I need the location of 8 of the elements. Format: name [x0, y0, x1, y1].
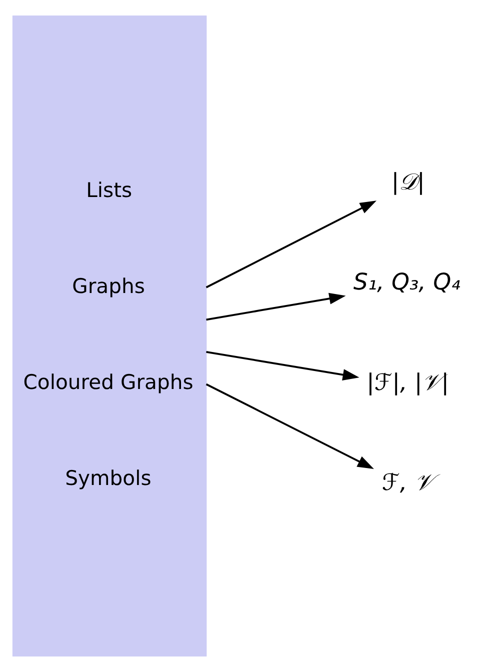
node-box: Lists Graphs Coloured Graphs Symbols: [12, 15, 207, 657]
arrow: [206, 200, 377, 288]
node-text: S₁, Q₃, Q₄: [353, 270, 460, 296]
node-text: |𝒟|: [391, 169, 425, 196]
arrow: [206, 351, 360, 380]
arrow: [206, 292, 346, 321]
node-text: |ℱ|, |𝒱|: [366, 370, 449, 396]
arrow: [206, 383, 374, 469]
